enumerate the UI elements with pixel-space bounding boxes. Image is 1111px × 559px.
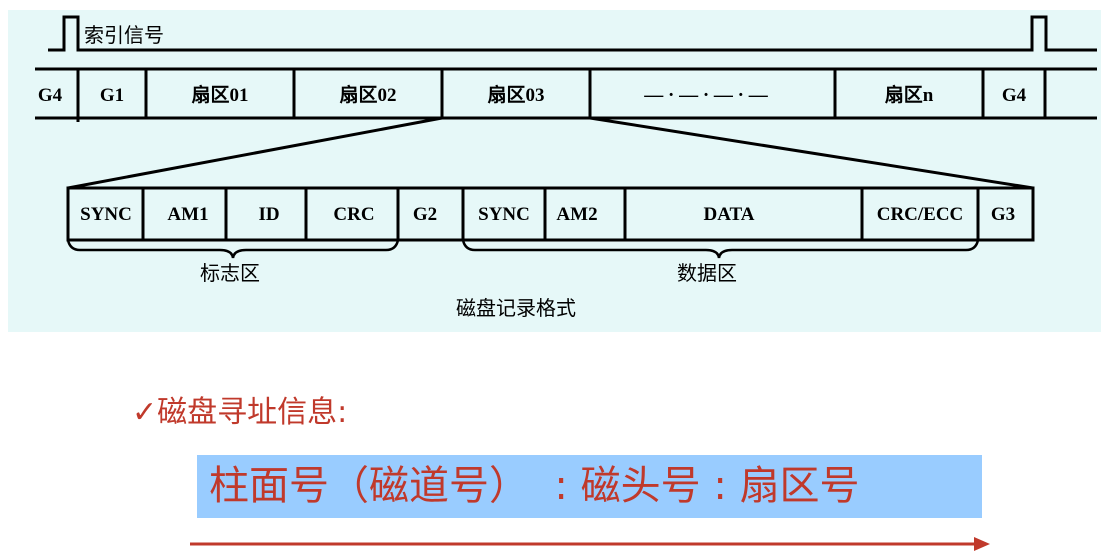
- disk-format-diagram: 索引信号 G4 G1 扇区01 扇区02 扇区03 — · — · — · — …: [35, 15, 1097, 320]
- track-sector-02: 扇区02: [339, 83, 396, 106]
- field-id: ID: [258, 204, 279, 225]
- data-area-label: 数据区: [677, 261, 737, 285]
- id-area-label: 标志区: [200, 261, 260, 285]
- address-info-title: ✓磁盘寻址信息:: [132, 387, 347, 431]
- diagram-caption: 磁盘记录格式: [456, 296, 576, 320]
- field-am2: AM2: [556, 204, 597, 225]
- track-gap-g1: G1: [100, 85, 124, 106]
- field-g2: G2: [413, 204, 437, 225]
- field-sync-1: SYNC: [80, 204, 132, 225]
- index-signal-label: 索引信号: [84, 23, 164, 47]
- field-crc-ecc: CRC/ECC: [877, 204, 964, 225]
- track-dividers: [76, 69, 1047, 122]
- field-sync-2: SYNC: [478, 204, 530, 225]
- address-format-box: 柱面号（磁道号） : 磁头号 : 扇区号: [197, 455, 982, 518]
- track-sector-n: 扇区n: [885, 83, 934, 106]
- track-gap-g4-start: G4: [38, 85, 63, 106]
- index-signal-line: [48, 15, 1097, 52]
- zoom-line-left: [67, 116, 443, 190]
- address-info-title-text: 磁盘寻址信息:: [157, 395, 348, 430]
- right-arrow-icon: [190, 537, 990, 551]
- track-sector-01: 扇区01: [191, 83, 248, 106]
- field-am1: AM1: [167, 204, 208, 225]
- sector-format-box: [66, 186, 1035, 242]
- field-data: DATA: [703, 204, 754, 225]
- check-icon: ✓: [132, 395, 158, 430]
- track-sector-03: 扇区03: [487, 83, 544, 106]
- sector-field-dividers: [141, 188, 980, 240]
- field-crc: CRC: [333, 204, 374, 225]
- zoom-line-right: [589, 116, 1034, 190]
- field-g3: G3: [991, 204, 1015, 225]
- id-area-brace: [66, 239, 400, 259]
- track-ellipsis: — · — · — · —: [643, 85, 769, 106]
- track-gap-g4-end: G4: [1002, 85, 1027, 106]
- data-area-brace: [461, 239, 980, 259]
